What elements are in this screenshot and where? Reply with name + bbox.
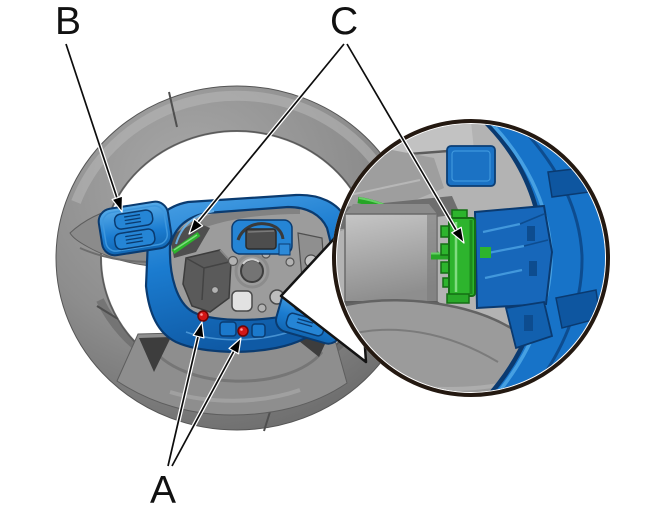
leader-line-a2 (171, 350, 235, 467)
rim-highlight (71, 90, 403, 204)
leader-line-c1 (197, 43, 345, 223)
callout-label-b: B (55, 0, 82, 43)
spoke-opening-left (139, 337, 171, 372)
inset-column-module (344, 213, 438, 303)
screw-marker (197, 310, 209, 322)
magnifier-circle-border (332, 119, 610, 397)
mechanism-block (182, 249, 232, 313)
callout-label-a: A (150, 469, 177, 512)
leader-line-c2 (346, 43, 457, 231)
screw-marker (237, 325, 249, 337)
inset-blue-block (446, 145, 496, 187)
arrowhead-b (111, 195, 124, 213)
inset-green-connector (440, 209, 476, 304)
leader-lines (64, 42, 465, 467)
clockspring-connector (245, 228, 277, 250)
harness-wire (236, 222, 285, 241)
screw-markers (197, 310, 249, 337)
inset-module-led (480, 247, 491, 258)
frame-tab-small (278, 243, 291, 256)
leader-line-a1 (167, 336, 199, 467)
plate-square-hole (231, 290, 253, 312)
arrowhead-c2 (451, 226, 465, 244)
arrowhead-c1 (188, 218, 204, 235)
leader-line-b (65, 43, 118, 199)
arrowhead-a2 (228, 337, 242, 355)
frame-tab (251, 323, 266, 338)
arrowhead-a1 (192, 321, 205, 339)
inset-content (337, 124, 605, 392)
left-switch-pod (97, 200, 173, 257)
callout-label-c: C (330, 0, 359, 43)
frame-tab (219, 321, 237, 337)
magnifier-circle (332, 119, 610, 397)
